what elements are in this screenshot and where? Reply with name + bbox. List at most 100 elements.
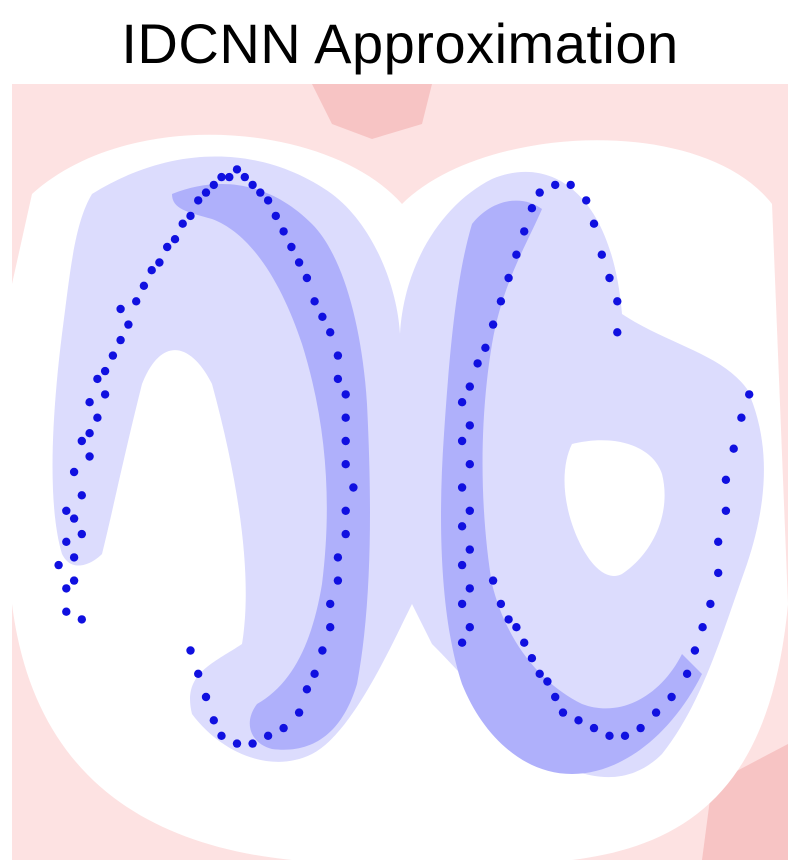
data-point [721, 506, 731, 515]
data-point [326, 623, 335, 632]
data-point [496, 297, 506, 306]
data-point [527, 654, 537, 663]
positive-region-outer [52, 156, 764, 778]
data-point [256, 188, 265, 197]
data-point [682, 669, 692, 678]
data-point [341, 460, 350, 469]
data-point [209, 716, 218, 725]
data-point [69, 467, 79, 477]
data-point [209, 180, 218, 190]
data-point [589, 723, 599, 733]
data-point [465, 382, 474, 391]
data-point [488, 576, 498, 585]
data-point [651, 708, 661, 717]
data-point [263, 731, 273, 740]
data-point [698, 623, 707, 632]
data-point [279, 227, 288, 236]
data-point [551, 692, 560, 702]
data-point [535, 669, 544, 678]
data-point [77, 529, 87, 539]
data-point [496, 599, 506, 609]
data-point [232, 165, 242, 174]
data-point [457, 398, 467, 407]
data-point [349, 483, 358, 492]
data-point [341, 506, 350, 515]
data-point [582, 196, 591, 205]
data-point [155, 258, 164, 267]
data-point [294, 708, 304, 717]
data-point [504, 273, 513, 283]
data-point [504, 615, 513, 624]
data-point [714, 568, 723, 578]
data-point [512, 250, 521, 259]
decision-contours [12, 84, 788, 860]
data-point [729, 444, 738, 453]
data-point [574, 716, 583, 725]
data-point [93, 374, 102, 384]
data-point [457, 599, 467, 609]
data-point [589, 219, 599, 228]
data-point [620, 731, 630, 740]
data-point [124, 320, 133, 329]
data-point [85, 398, 94, 407]
data-point [201, 692, 211, 702]
data-point [62, 506, 71, 515]
data-point [326, 328, 335, 337]
negative-region-inner-bottom-right [702, 744, 788, 860]
data-point [69, 576, 79, 585]
data-point [558, 708, 568, 717]
data-point [457, 560, 467, 570]
data-point [147, 266, 156, 275]
data-point [745, 390, 754, 399]
data-point [186, 646, 195, 655]
data-point [333, 553, 343, 562]
data-point [69, 514, 79, 523]
data-point [714, 537, 723, 546]
data-point [737, 413, 746, 422]
data-point [473, 359, 482, 368]
data-point [465, 506, 474, 515]
data-point [248, 180, 257, 190]
data-point [457, 436, 467, 446]
data-point [613, 297, 622, 306]
data-point [535, 188, 544, 197]
positive-region-inner-right [441, 200, 702, 774]
data-point [302, 273, 312, 283]
data-point [333, 374, 343, 384]
data-point [333, 351, 343, 360]
data-point [457, 522, 467, 531]
data-point [116, 335, 125, 345]
data-point [341, 436, 350, 446]
data-point [488, 320, 498, 329]
data-point [613, 328, 622, 337]
data-point [326, 599, 335, 609]
data-point [605, 731, 614, 740]
data-point [302, 685, 312, 694]
data-point [512, 623, 521, 632]
positive-region-inner-left [172, 184, 370, 750]
data-point [77, 615, 87, 624]
data-point [465, 460, 474, 469]
data-point [465, 421, 474, 430]
data-point [77, 436, 87, 446]
data-point [163, 242, 172, 252]
data-point [605, 273, 614, 283]
data-point [551, 180, 560, 190]
data-point [62, 537, 71, 546]
data-points [54, 165, 754, 748]
data-point [465, 584, 474, 593]
data-point [201, 188, 211, 197]
data-point [597, 250, 606, 259]
data-point [132, 297, 141, 306]
data-point [341, 413, 350, 422]
data-point [62, 584, 71, 593]
data-point [527, 204, 537, 213]
data-point [543, 677, 552, 686]
data-point [341, 529, 350, 539]
data-point [465, 545, 474, 554]
data-point [217, 731, 226, 740]
data-point [194, 196, 203, 205]
data-point [85, 429, 94, 438]
data-point [566, 180, 575, 190]
data-point [520, 227, 529, 236]
